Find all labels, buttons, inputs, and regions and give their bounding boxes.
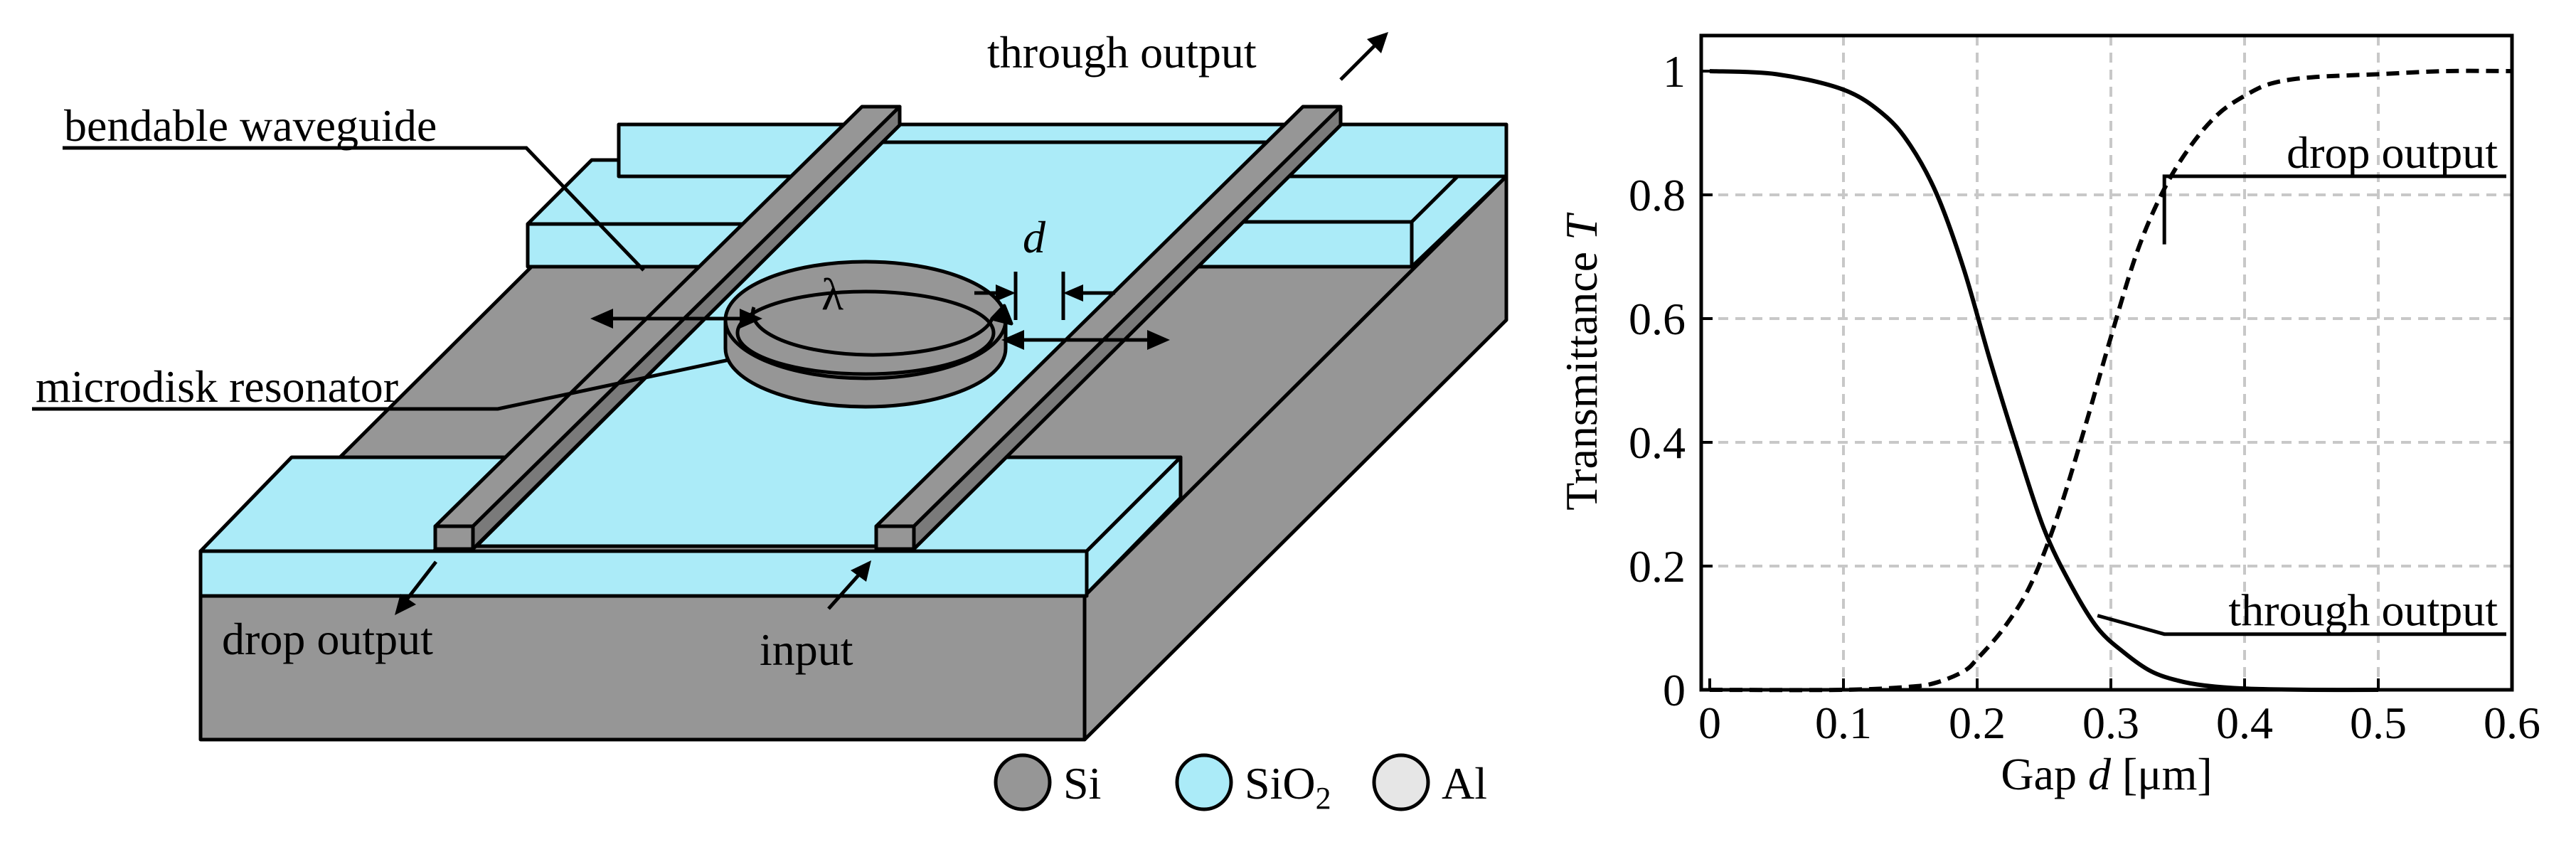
x-tick-label: 0.2 [1949,698,2006,748]
y-axis-label: Transmittance T [1556,212,1607,511]
drop-output-device-label: drop output [222,614,433,664]
gap-d-label: d [1023,212,1046,262]
legend-sio2-label: SiO2 [1245,758,1331,816]
substrate-side [1082,174,1508,742]
transmittance-chart: 0 0.1 0.2 0.3 0.4 0.5 0.6 0 0.2 0.4 0.6 0.8 1 drop … [1556,33,2540,799]
x-tick-label: 0 [1698,698,1721,748]
device-illustration [198,105,1508,742]
y-tick-label: 0.6 [1629,294,1686,344]
right-waveguide-front [874,524,916,551]
microdisk-resonator-label: microdisk resonator [36,361,398,412]
gap-arrowhead-right [1063,284,1083,302]
x-tick-label: 0.6 [2484,698,2540,748]
lambda-label: λ [821,269,843,319]
legend-si-swatch [994,753,1052,811]
coupling-arrowhead-left [1001,330,1024,350]
microdisk-leader [32,358,730,411]
through-output-device-label: through output [987,27,1257,78]
chart-grid [1701,36,2512,690]
input-label: input [760,624,853,675]
left-waveguide-side [471,105,902,551]
bendable-leader [63,146,645,272]
series-line-through-output [1709,69,2379,693]
sio2-front-band [198,549,1089,598]
x-tick-label: 0.3 [2082,698,2139,748]
x-tick-label: 0.4 [2216,698,2273,748]
device-annotations [32,32,1388,615]
x-axis-label: Gap d [μm] [2001,749,2212,799]
legend-al-swatch [1372,753,1430,811]
chart-x-ticks: 0 0.1 0.2 0.3 0.4 0.5 0.6 [1698,678,2540,748]
series-line-drop-output [1709,68,2513,693]
input-arrowhead [851,560,871,582]
y-tick-label: 0.8 [1629,170,1686,220]
x-tick-label: 0.1 [1815,698,1872,748]
lambda-arrowhead [990,304,1013,326]
bendable-waveguide-label: bendable waveguide [64,100,437,151]
y-tick-label: 0.4 [1629,417,1686,468]
chart-y-ticks: 0 0.2 0.4 0.6 0.8 1 [1629,46,1713,715]
y-tick-label: 1 [1663,46,1686,97]
microdisk-edge [735,289,996,376]
through-output-arrow [1339,39,1381,81]
drop-output-arrow [400,560,437,607]
bend-arrowhead-right [740,309,762,329]
left-waveguide-front [433,524,475,551]
annotation-leader-through-output [2097,614,2506,636]
chart-annotations: drop output through output [2097,127,2506,636]
device-text: bendable waveguide microdisk resonator t… [36,27,1257,675]
y-tick-label: 0.2 [1629,541,1686,592]
bend-arrowhead-left [590,309,613,329]
materials-legend: Si SiO2 Al [994,753,1487,816]
gap-arrowhead-left [996,284,1016,302]
coupling-arrowhead-right [1147,330,1170,350]
chart-series [1709,68,2513,693]
drop-output-arrowhead [395,594,416,615]
annotation-label-through-output: through output [2228,585,2498,636]
through-output-arrowhead [1367,32,1388,53]
y-tick-label: 0 [1663,665,1686,715]
legend-si-label: Si [1063,758,1101,809]
lambda-circulation-arrow [750,307,994,357]
legend-sio2-swatch [1175,753,1233,811]
annotation-label-drop-output: drop output [2287,127,2498,178]
plot-frame [1699,33,2514,692]
right-waveguide-side [912,105,1343,551]
x-tick-label: 0.5 [2350,698,2407,748]
legend-sio2-subscript: 2 [1316,781,1331,816]
legend-al-label: Al [1442,758,1487,809]
annotation-leader-drop-output [2162,174,2506,245]
